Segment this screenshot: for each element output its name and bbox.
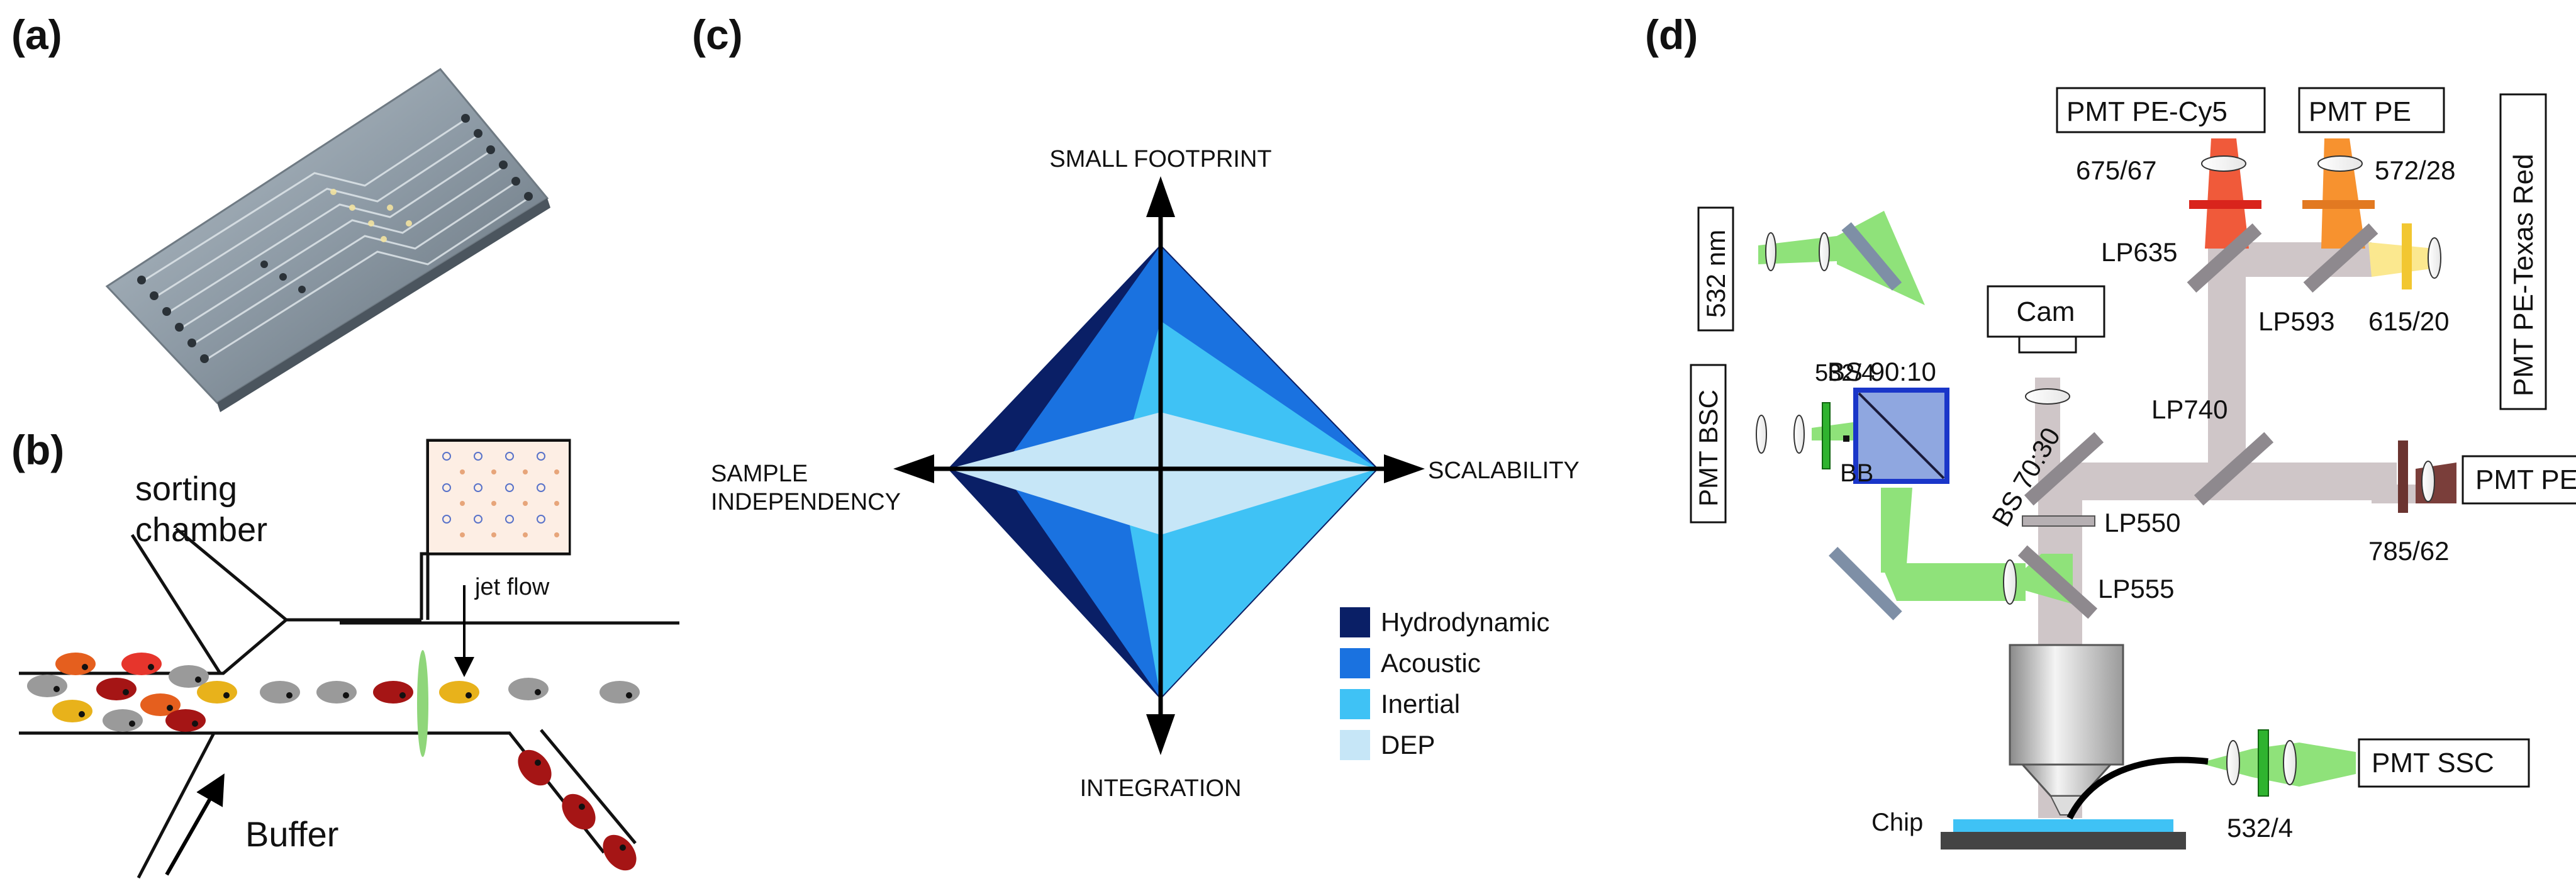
camera-label: Cam	[2017, 296, 2075, 327]
legend-label-hydrodynamic: Hydrodynamic	[1381, 607, 1549, 637]
axis-label-top: SMALL FOOTPRINT	[1049, 146, 1271, 172]
buffer-arrow	[165, 773, 225, 876]
lp593-label: LP593	[2258, 306, 2334, 336]
panel-label-d: (d)	[1645, 11, 1698, 58]
pe-cy7-filter	[2398, 440, 2408, 513]
ssc-filter-label: 532/4	[2227, 813, 2293, 843]
arrowhead-bottom	[1146, 714, 1175, 755]
lp740-dichroic	[2194, 432, 2274, 506]
jet-flow-label: jet flow	[474, 574, 550, 600]
lp550-label: LP550	[2104, 508, 2180, 537]
legend-swatch-hydrodynamic	[1340, 607, 1370, 637]
bsc-filter-532-4	[1822, 402, 1831, 469]
pe-cy7-lens	[2421, 461, 2435, 502]
lp550-filter	[2022, 515, 2095, 527]
pmt-pe-box	[2298, 87, 2445, 133]
pe-cy5-lens	[2201, 155, 2246, 172]
pe-filter	[2302, 200, 2375, 209]
lp635-dichroic	[2187, 223, 2262, 293]
laser-lens-1	[1765, 232, 1776, 271]
bsc-lens-1	[1756, 415, 1767, 454]
chip-stage	[1941, 832, 2186, 850]
beam-block	[1843, 435, 1849, 442]
pe-texas-red-filter	[2402, 223, 2412, 289]
filter-785-62-label: 785/62	[2368, 536, 2449, 566]
ssc-lens-2	[2283, 740, 2297, 785]
sorting-label: sorting	[135, 470, 237, 508]
pe-cy5-filter	[2189, 200, 2261, 209]
legend-swatch-dep	[1340, 730, 1370, 760]
buffer-label: Buffer	[245, 814, 338, 854]
fiber-optic	[2066, 756, 2209, 820]
chip-glass	[1953, 819, 2173, 832]
microfluidic-chip-photo	[105, 68, 550, 412]
lp555-label: LP555	[2098, 574, 2174, 603]
laser-lens-2	[1819, 232, 1830, 271]
panel-label-a: (a)	[11, 11, 62, 58]
filter-675-67-label: 675/67	[2076, 155, 2156, 185]
ssc-filter-532-4	[2258, 729, 2269, 797]
axis-label-right: SCALABILITY	[1428, 457, 1580, 484]
bb-label: BB	[1840, 459, 1873, 487]
lp555-dichroic	[2017, 545, 2098, 619]
pmt-ssc-box	[2358, 738, 2530, 788]
sorting-chamber-pattern	[429, 442, 569, 552]
legend: Hydrodynamic Acoustic Inertial DEP	[1340, 607, 1549, 760]
axis-label-left-line2: INDEPENDENCY	[711, 489, 901, 515]
pmt-pe-texas-red-label: PMT PE-Texas Red	[2508, 154, 2539, 396]
pmt-bsc-label: PMT BSC	[1693, 390, 1723, 507]
radar-diamond-chart	[893, 176, 1425, 755]
laser-mirror	[1841, 222, 1902, 291]
axis-label-bottom: INTEGRATION	[1080, 775, 1242, 802]
pmt-pe-cy5-label: PMT PE-Cy5	[2066, 96, 2228, 127]
filter-572-28-label: 572/28	[2375, 155, 2455, 185]
laser-beam-line	[417, 650, 428, 757]
panel-label-b: (b)	[11, 427, 64, 473]
steering-mirror	[1829, 547, 1902, 620]
laser-label: 532 nm	[1701, 230, 1731, 318]
beamsplitter-70-30	[2024, 432, 2104, 506]
arrowhead-left	[893, 454, 934, 483]
filter-615-20-label: 615/20	[2368, 306, 2449, 336]
pmt-pe-cy5-box	[2056, 87, 2266, 133]
bs-90-10-label: BS 90:10	[1827, 357, 1936, 386]
legend-label-acoustic: Acoustic	[1381, 648, 1481, 678]
legend-swatch-inertial	[1340, 689, 1370, 719]
ssc-lens-1	[2226, 740, 2240, 785]
chamber-label: chamber	[135, 511, 267, 549]
pe-lens	[2317, 155, 2363, 172]
chip-label: Chip	[1871, 809, 1923, 836]
camera-box	[1987, 285, 2105, 338]
objective-lens	[2009, 644, 2124, 816]
bsc-filter-label: 532/4	[1815, 360, 1875, 386]
lp635-label: LP635	[2101, 237, 2177, 267]
diamond-inertial	[1120, 321, 1378, 698]
lp593-dichroic	[2303, 223, 2378, 293]
camera-lens	[2025, 388, 2070, 405]
legend-swatch-acoustic	[1340, 648, 1370, 678]
legend-label-dep: DEP	[1381, 730, 1435, 760]
pmt-bsc-box	[1690, 364, 1727, 524]
lp740-label: LP740	[2151, 395, 2228, 424]
pmt-pe-cy7-box	[2462, 455, 2576, 505]
bsc-lens-2	[1793, 415, 1805, 454]
cells	[27, 653, 640, 871]
legend-label-inertial: Inertial	[1381, 689, 1460, 719]
pmt-pe-label: PMT PE	[2309, 96, 2411, 127]
arrowhead-top	[1146, 176, 1175, 217]
lp555-lens	[2003, 559, 2017, 605]
pe-texas-red-lens	[2428, 237, 2441, 279]
panel-label-c: (c)	[692, 11, 743, 58]
axis-label-left-line1: SAMPLE	[711, 461, 808, 487]
diamond-dep	[949, 412, 1378, 535]
arrowhead-right	[1384, 454, 1425, 483]
laser-label-box	[1697, 206, 1734, 332]
pmt-pe-texas-red-box	[2499, 93, 2547, 410]
